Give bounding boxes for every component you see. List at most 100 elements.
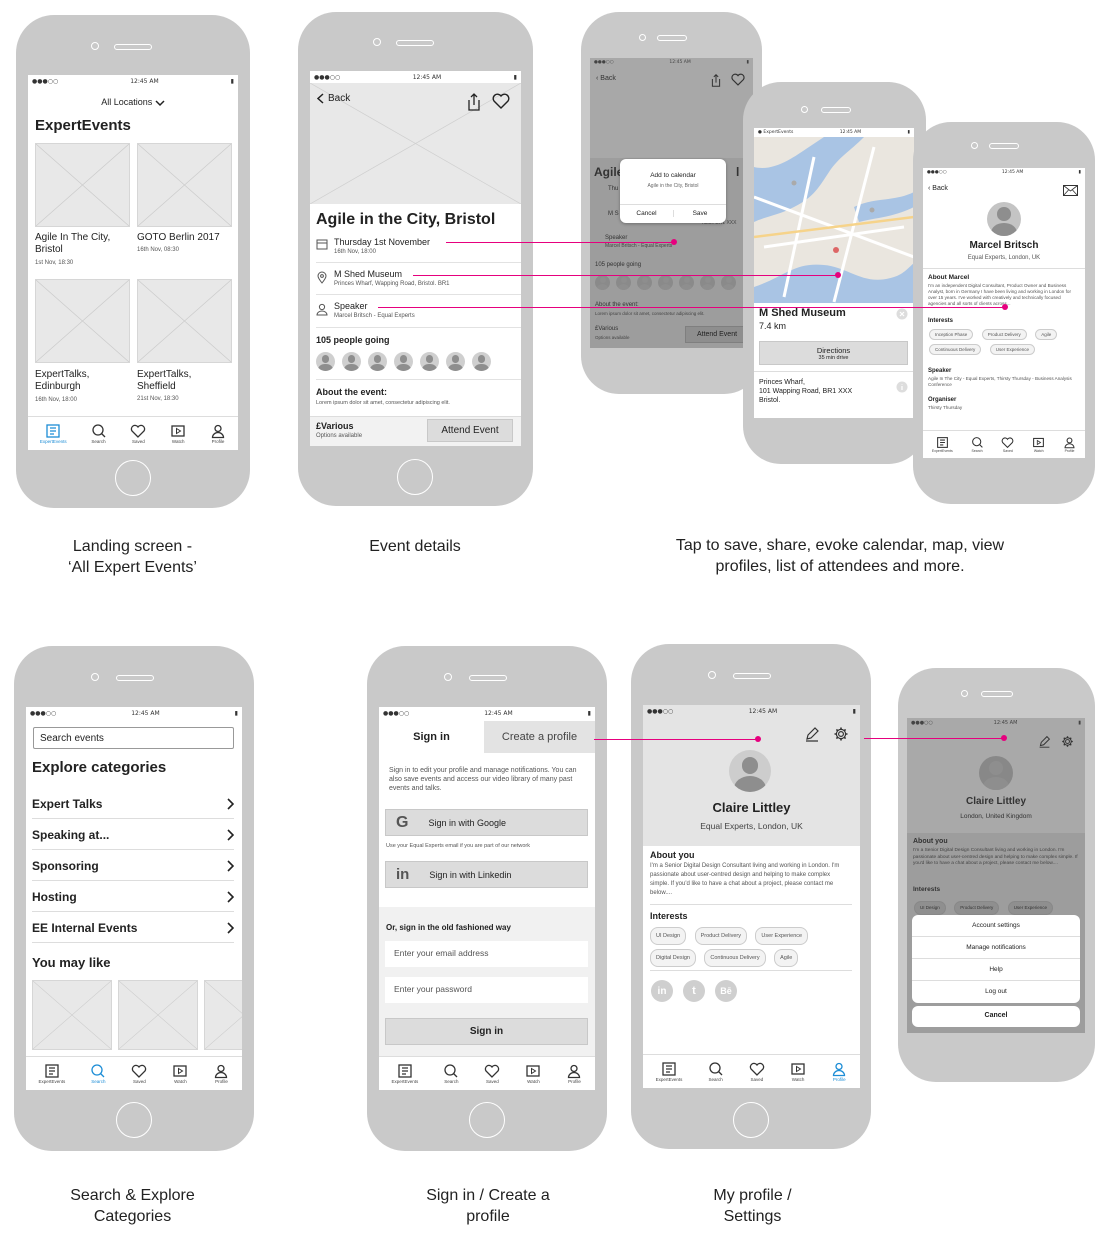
directions-button[interactable]: Directions 35 min drive bbox=[759, 341, 908, 365]
tab-events[interactable]: ExpertEvents bbox=[932, 436, 953, 453]
home-button[interactable] bbox=[469, 1102, 505, 1138]
linkedin-icon[interactable]: in bbox=[651, 980, 673, 1002]
map-view[interactable] bbox=[754, 137, 914, 303]
info-icon[interactable] bbox=[896, 381, 908, 393]
profile-avatar[interactable] bbox=[729, 750, 771, 792]
tab-events[interactable]: ExpertEvents bbox=[392, 1063, 418, 1084]
cancel-button[interactable]: Cancel bbox=[912, 1006, 1080, 1027]
twitter-icon[interactable]: t bbox=[683, 980, 705, 1002]
attend-event-button[interactable]: Attend Event bbox=[427, 419, 513, 442]
interest-chip[interactable]: Agile bbox=[774, 949, 799, 967]
event-card-name[interactable]: ExpertTalks, Edinburgh bbox=[35, 369, 90, 392]
event-venue[interactable]: M Shed Museum bbox=[334, 269, 403, 279]
tab-saved[interactable]: Saved bbox=[749, 1061, 765, 1082]
behance-icon[interactable]: Bē bbox=[715, 980, 737, 1002]
tab-watch[interactable]: Watch bbox=[525, 1063, 541, 1084]
gear-icon[interactable] bbox=[833, 726, 849, 742]
heart-icon[interactable] bbox=[731, 73, 745, 86]
edit-icon[interactable] bbox=[804, 726, 820, 742]
category-row[interactable]: Sponsoring bbox=[32, 851, 234, 881]
back-button[interactable]: ‹ Back bbox=[596, 75, 616, 82]
event-image[interactable] bbox=[35, 279, 130, 363]
category-row[interactable]: Expert Talks bbox=[32, 789, 234, 819]
password-field[interactable]: Enter your password bbox=[385, 977, 588, 1003]
category-row[interactable]: EE Internal Events bbox=[32, 913, 234, 943]
dialog-save-button[interactable]: Save bbox=[673, 210, 726, 217]
tab-saved[interactable]: Saved bbox=[131, 1063, 147, 1084]
back-button[interactable]: Back bbox=[317, 93, 350, 104]
tab-search[interactable]: Search bbox=[443, 1063, 459, 1084]
suggestion-image[interactable] bbox=[204, 980, 242, 1050]
tab-watch[interactable]: Watch bbox=[1032, 436, 1045, 453]
tab-search[interactable]: Search bbox=[90, 1063, 106, 1084]
interest-chip[interactable]: User Experience bbox=[755, 927, 809, 945]
suggestion-image[interactable] bbox=[32, 980, 112, 1050]
tab-create-profile[interactable]: Create a profile bbox=[484, 721, 595, 753]
tab-events[interactable]: ExpertEvents bbox=[39, 1063, 65, 1084]
interest-chip[interactable]: UI Design bbox=[650, 927, 687, 945]
menu-manage-notifications[interactable]: Manage notifications bbox=[912, 937, 1080, 959]
category-row[interactable]: Hosting bbox=[32, 882, 234, 912]
tab-watch[interactable]: Watch bbox=[172, 1063, 188, 1084]
back-button[interactable]: ‹ Back bbox=[928, 185, 948, 192]
interest-chip[interactable]: Product Delivery bbox=[694, 927, 747, 945]
tab-saved[interactable]: Saved bbox=[484, 1063, 500, 1084]
tab-search[interactable]: Search bbox=[708, 1061, 724, 1082]
tab-profile[interactable]: Profile bbox=[1063, 436, 1076, 453]
tab-events[interactable]: ExpertEvents bbox=[656, 1061, 682, 1082]
edit-icon[interactable] bbox=[1038, 735, 1051, 748]
tab-search[interactable]: Search bbox=[91, 423, 107, 444]
heart-icon[interactable] bbox=[492, 93, 510, 109]
event-card-name[interactable]: Agile In The City, Bristol bbox=[35, 232, 111, 255]
tab-profile[interactable]: Profile bbox=[831, 1061, 847, 1082]
interest-chip[interactable]: Continuous Delivery bbox=[929, 344, 982, 355]
home-button[interactable] bbox=[733, 1102, 769, 1138]
share-icon[interactable] bbox=[710, 74, 722, 87]
tab-saved[interactable]: Saved bbox=[130, 423, 146, 444]
interest-chip[interactable]: Product Delivery bbox=[981, 329, 1027, 340]
suggestion-image[interactable] bbox=[118, 980, 198, 1050]
event-image[interactable] bbox=[137, 143, 232, 227]
tab-saved[interactable]: Saved bbox=[1001, 436, 1014, 453]
interest-chip[interactable]: Agile bbox=[1035, 329, 1058, 340]
event-image[interactable] bbox=[35, 143, 130, 227]
dialog-cancel-button[interactable]: Cancel bbox=[636, 210, 657, 217]
tab-watch[interactable]: Watch bbox=[790, 1061, 806, 1082]
menu-log-out[interactable]: Log out bbox=[985, 988, 1007, 995]
mail-icon[interactable] bbox=[1063, 185, 1078, 196]
home-button[interactable] bbox=[116, 1102, 152, 1138]
speaker-label[interactable]: Speaker bbox=[334, 301, 368, 311]
tab-profile[interactable]: Profile bbox=[213, 1063, 229, 1084]
interest-chip[interactable]: Continuous Delivery bbox=[704, 949, 766, 967]
interest-chip[interactable]: Digital Design bbox=[650, 949, 696, 967]
interest-chip[interactable]: User Experience bbox=[989, 344, 1035, 355]
home-button[interactable] bbox=[115, 460, 151, 496]
menu-help[interactable]: Help bbox=[912, 959, 1080, 981]
gear-icon[interactable] bbox=[1061, 735, 1074, 748]
event-card-name[interactable]: GOTO Berlin 2017 bbox=[137, 232, 220, 243]
attendee-avatars[interactable] bbox=[316, 352, 491, 371]
search-input[interactable]: Search events bbox=[33, 727, 234, 749]
attend-event-button[interactable]: Attend Event bbox=[685, 326, 749, 343]
tab-signin[interactable]: Sign in bbox=[413, 731, 450, 743]
attendee-count[interactable]: 105 people going bbox=[316, 335, 390, 345]
tab-search[interactable]: Search bbox=[971, 436, 984, 453]
close-icon[interactable] bbox=[896, 308, 908, 320]
location-selector[interactable]: All Locations bbox=[28, 97, 238, 107]
category-row[interactable]: Speaking at... bbox=[32, 820, 234, 850]
event-date[interactable]: Thursday 1st November bbox=[334, 237, 431, 247]
tab-profile[interactable]: Profile bbox=[210, 423, 226, 444]
tab-watch[interactable]: Watch bbox=[170, 423, 186, 444]
event-card-name[interactable]: ExpertTalks, Sheffield bbox=[137, 369, 192, 392]
tab-events[interactable]: ExpertEvents bbox=[40, 423, 67, 444]
event-image[interactable] bbox=[137, 279, 232, 363]
menu-account-settings[interactable]: Account settings bbox=[912, 915, 1080, 937]
email-field[interactable]: Enter your email address bbox=[385, 941, 588, 967]
tab-profile[interactable]: Profile bbox=[566, 1063, 582, 1084]
interest-chip[interactable]: Inception Phase bbox=[929, 329, 974, 340]
home-button[interactable] bbox=[397, 459, 433, 495]
share-icon[interactable] bbox=[466, 93, 482, 111]
signin-submit-button[interactable]: Sign in bbox=[385, 1018, 588, 1045]
